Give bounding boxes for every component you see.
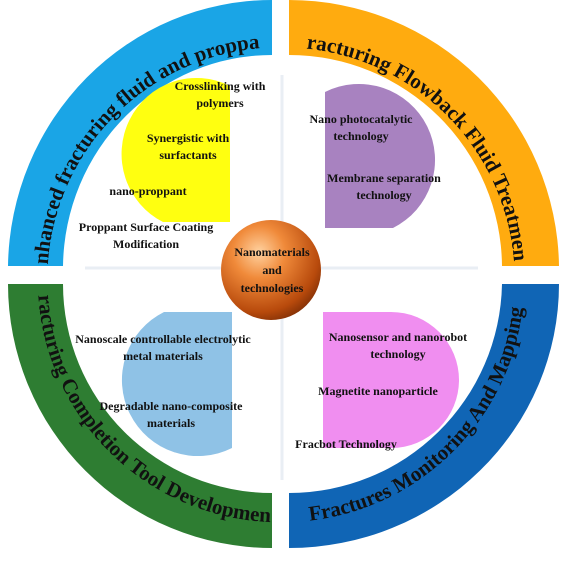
item-line: Synergistic with	[146, 131, 230, 145]
item-degradable-nano-composite-materials: Degradable nano-composite materials	[96, 398, 246, 432]
item-line: polymers	[196, 96, 244, 110]
center-label-line-3: technologies	[240, 281, 304, 295]
item-crosslinking-with-polymers: Crosslinking with polymers	[160, 78, 280, 112]
item-line: Degradable nano-composite	[99, 399, 243, 413]
item-line: metal materials	[123, 349, 203, 363]
item-line: Proppant Surface Coating	[78, 220, 214, 234]
ring-bottom-right	[289, 284, 559, 548]
item-nanoscale-controllable-electrolytic-metal-materials: Nanoscale controllable electrolytic meta…	[54, 331, 272, 365]
item-line: Fracbot Technology	[295, 437, 397, 451]
center-label-line-1: Nanomaterials	[234, 245, 310, 259]
item-line: nano-proppant	[109, 184, 187, 198]
item-magnetite-nanoparticle: Magnetite nanoparticle	[300, 383, 456, 400]
ring-top-left	[8, 0, 272, 266]
item-line: Crosslinking with	[174, 79, 266, 93]
item-line: Nanoscale controllable electrolytic	[75, 332, 251, 346]
item-line: technology	[333, 129, 389, 143]
ring-top-right	[289, 0, 559, 266]
drop-top-right	[325, 83, 436, 228]
drop-top-left	[121, 77, 230, 223]
center-label-line-2: and	[262, 263, 282, 277]
item-line: surfactants	[159, 148, 217, 162]
center-sphere	[221, 220, 321, 320]
item-nanosensor-and-nanorobot-technology: Nanosensor and nanorobot technology	[316, 329, 480, 363]
item-line: technology	[356, 188, 412, 202]
item-line: Nano photocatalytic	[309, 112, 413, 126]
item-line: Membrane separation	[327, 171, 441, 185]
item-line: Magnetite nanoparticle	[318, 384, 438, 398]
item-line: Nanosensor and nanorobot	[328, 330, 468, 344]
item-nano-photocatalytic-technology: Nano photocatalytic technology	[296, 111, 426, 145]
center-label: Nanomaterials and technologies	[226, 243, 318, 297]
item-fracbot-technology: Fracbot Technology	[280, 436, 412, 453]
ring-bottom-left	[8, 284, 272, 548]
item-nano-proppant: nano-proppant	[98, 183, 198, 200]
item-proppant-surface-coating-modification: Proppant Surface Coating Modification	[64, 219, 228, 253]
drop-bottom-right	[323, 312, 459, 448]
item-line: technology	[370, 347, 426, 361]
drop-bottom-left	[121, 312, 232, 457]
item-membrane-separation-technology: Membrane separation technology	[312, 170, 456, 204]
item-synergistic-with-surfactants: Synergistic with surfactants	[128, 130, 248, 164]
item-line: materials	[147, 416, 195, 430]
item-line: Modification	[113, 237, 179, 251]
